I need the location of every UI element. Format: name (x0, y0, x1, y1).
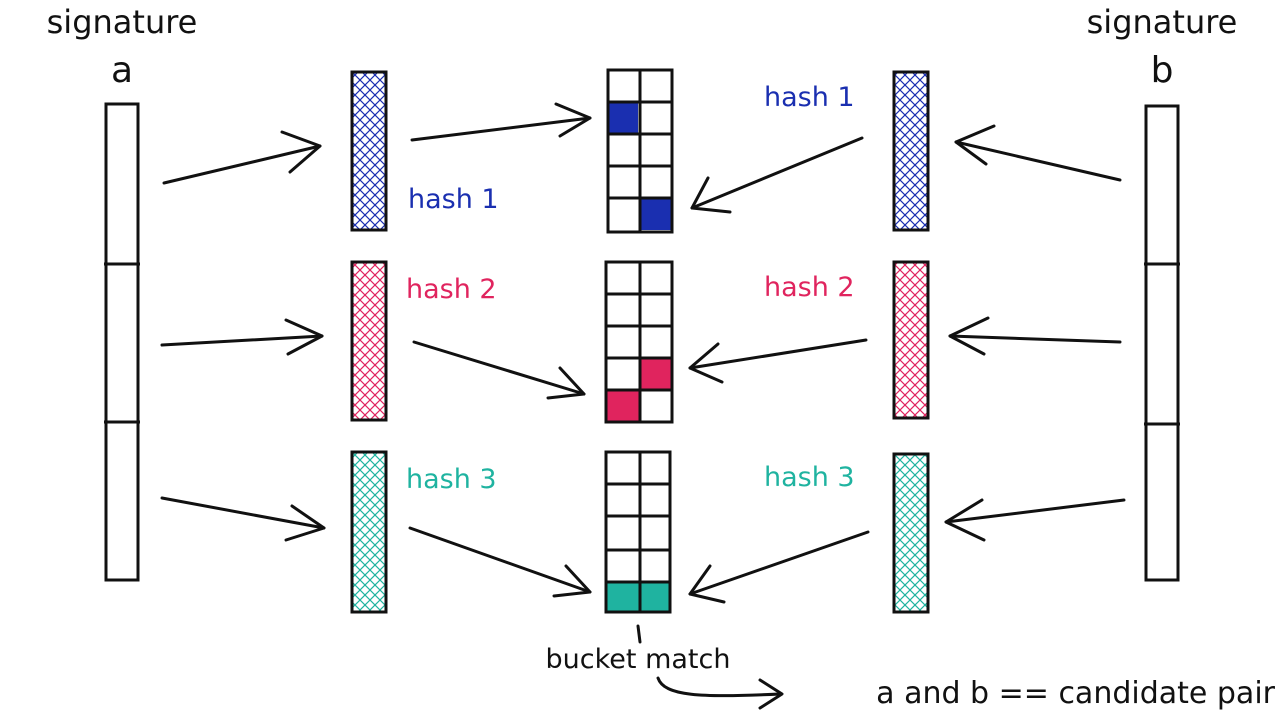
right-hash-1-label: hash 1 (764, 82, 855, 113)
right-hash-3-label: hash 3 (764, 462, 855, 493)
arrow-band-a-1-to-bucket (410, 102, 592, 142)
conclusion-arrow (656, 676, 784, 710)
signature-b-letter: b (1151, 50, 1174, 91)
bucket-match-pointer (636, 624, 642, 644)
candidate-pair-label: a and b == candidate pair (876, 676, 1275, 711)
signature-a-bar (104, 102, 140, 582)
bucket-cell-match-a (606, 582, 640, 612)
signature-a-letter: a (111, 50, 133, 91)
band-a-3 (350, 450, 388, 614)
band-b-1 (892, 70, 930, 232)
arrow-sig-b-to-band-3 (944, 498, 1126, 542)
left-hash-2-label: hash 2 (406, 274, 497, 305)
right-hash-2-label: hash 2 (764, 272, 855, 303)
bucket-cell-match-a (608, 102, 638, 134)
arrow-sig-a-to-band-3 (160, 496, 326, 542)
signature-b-title: signature (1087, 3, 1238, 41)
arrow-sig-a-to-band-1 (162, 130, 322, 185)
bucket-match-label: bucket match (546, 644, 731, 675)
arrow-band-b-1-to-bucket (690, 136, 864, 214)
arrow-sig-a-to-band-2 (160, 318, 324, 356)
signature-b-bar (1144, 104, 1180, 582)
arrow-band-a-3-to-bucket (408, 526, 592, 598)
arrow-band-b-3-to-bucket (688, 530, 870, 604)
band-a-1 (350, 70, 388, 232)
bucket-table-3 (604, 450, 672, 614)
arrow-band-a-2-to-bucket (412, 340, 586, 400)
arrow-sig-b-to-band-2 (948, 316, 1122, 356)
bucket-cell-match-a (640, 358, 672, 390)
arrow-sig-b-to-band-1 (954, 124, 1122, 182)
arrow-band-b-2-to-bucket (688, 338, 868, 384)
band-a-2 (350, 260, 388, 422)
left-hash-1-label: hash 1 (408, 184, 499, 215)
band-b-2 (892, 260, 930, 420)
bucket-cell-match-b (640, 582, 670, 612)
signature-a-title: signature (47, 3, 198, 41)
bucket-table-1 (606, 68, 674, 234)
bucket-table-2 (604, 260, 674, 424)
left-hash-3-label: hash 3 (406, 464, 497, 495)
bucket-cell-match-b (640, 198, 672, 230)
band-b-3 (892, 452, 930, 614)
bucket-cell-match-b (606, 390, 640, 422)
